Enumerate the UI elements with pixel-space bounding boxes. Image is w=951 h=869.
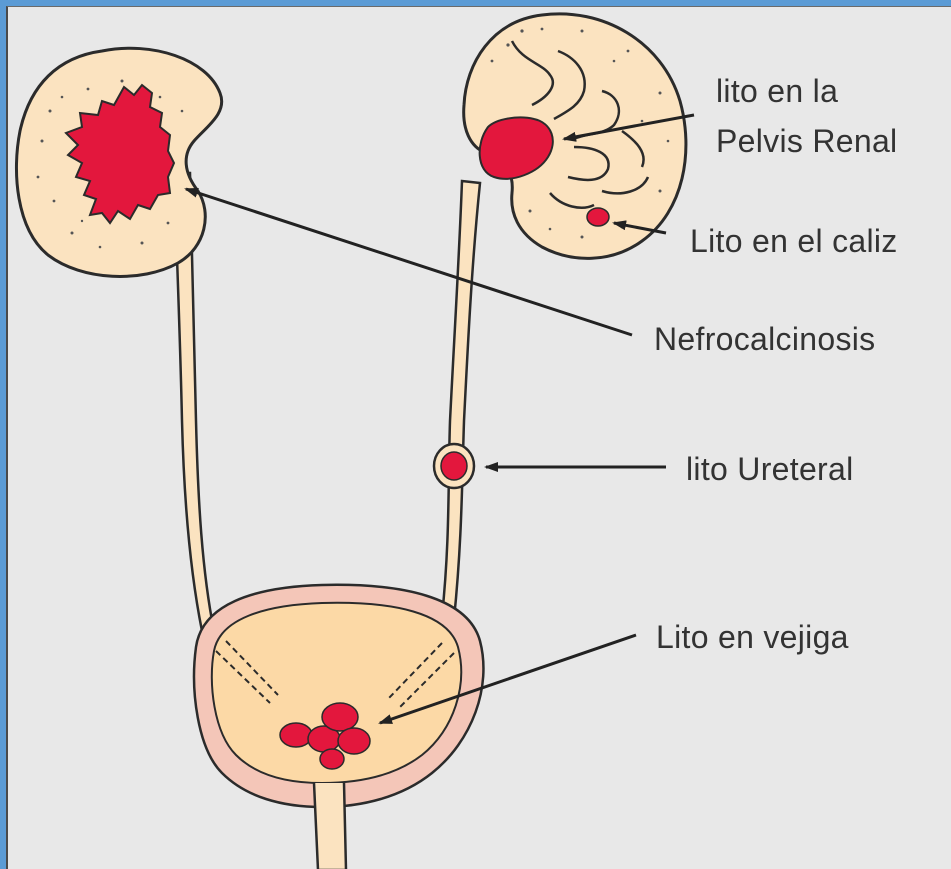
- urethra: [314, 783, 346, 869]
- right-ureter: [442, 181, 480, 619]
- label-caliz: Lito en el caliz: [690, 223, 898, 260]
- label-pelvis-line1: lito en la: [716, 73, 838, 110]
- label-nefrocalcinosis: Nefrocalcinosis: [654, 321, 875, 358]
- diagram-frame: lito en la Pelvis Renal Lito en el caliz…: [6, 6, 951, 869]
- caliz-stone: [587, 208, 609, 226]
- label-pelvis-line2: Pelvis Renal: [716, 123, 897, 160]
- left-kidney: [16, 48, 221, 276]
- bladder: [194, 585, 483, 869]
- label-ureteral: lito Ureteral: [686, 451, 854, 488]
- ureteral-stone: [434, 444, 474, 488]
- label-vejiga: Lito en vejiga: [656, 619, 849, 656]
